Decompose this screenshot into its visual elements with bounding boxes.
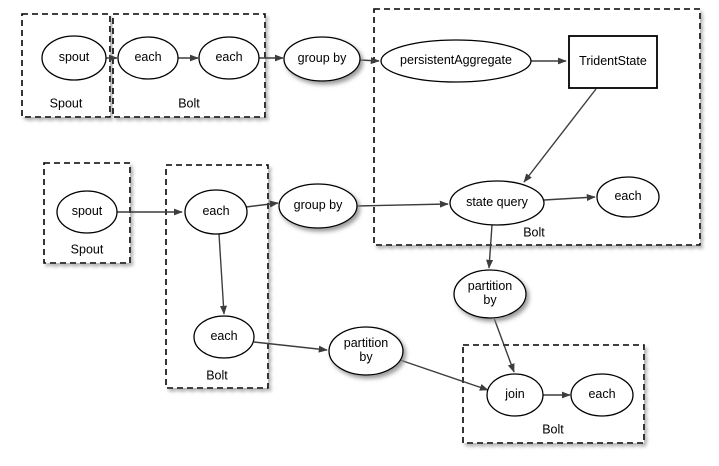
node-label-spout-2: spout <box>72 204 103 218</box>
node-each-5[interactable]: each <box>193 315 255 359</box>
node-each-3[interactable]: each <box>184 189 248 235</box>
edge-trident-state-to-state-query <box>523 88 597 183</box>
node-label-each-1: each <box>134 50 161 64</box>
node-label-join: join <box>504 387 525 401</box>
node-label-each-3: each <box>202 204 229 218</box>
edges <box>106 54 597 399</box>
node-shape-each-1[interactable] <box>117 36 179 80</box>
node-shape-each-4[interactable] <box>596 176 660 218</box>
node-spout-2[interactable]: spout <box>56 190 118 234</box>
node-label-persistent-aggregate: persistentAggregate <box>400 53 512 67</box>
node-label-state-query: state query <box>466 195 529 209</box>
group-label-bolt-group-4: Bolt <box>542 422 564 436</box>
node-shape-trident-state[interactable] <box>568 35 658 89</box>
node-shape-group-by-2[interactable] <box>278 183 358 229</box>
node-trident-state[interactable]: TridentState <box>568 35 658 89</box>
edge-state-query-to-partition-by-1 <box>486 224 494 269</box>
edge-state-query-to-each-4 <box>543 193 596 201</box>
node-persistent-aggregate[interactable]: persistentAggregate <box>380 39 532 83</box>
edge-group-by-1-to-persistent-aggregate <box>359 57 380 65</box>
node-shape-join[interactable] <box>486 373 544 417</box>
node-shape-group-by-1[interactable] <box>283 36 361 82</box>
edge-group-by-2-to-state-query <box>356 200 449 208</box>
node-shape-spout-1[interactable] <box>41 35 107 81</box>
node-spout-1[interactable]: spout <box>41 35 107 81</box>
node-each-2[interactable]: each <box>198 36 260 80</box>
node-each-6[interactable]: each <box>570 373 634 417</box>
node-each-4[interactable]: each <box>596 176 660 218</box>
node-shape-partition-by-1[interactable] <box>453 269 527 319</box>
node-shape-state-query[interactable] <box>449 180 545 226</box>
edge-partition-by-2-to-join <box>399 359 489 391</box>
node-shape-persistent-aggregate[interactable] <box>380 39 532 83</box>
edge-each-5-to-partition-by-2 <box>253 341 328 353</box>
group-label-spout-group-1: Spout <box>50 96 83 110</box>
node-state-query[interactable]: state query <box>449 180 545 226</box>
group-label-bolt-group-1: Bolt <box>178 96 200 110</box>
edge-partition-by-1-to-join <box>493 317 515 373</box>
node-group-by-1[interactable]: group by <box>283 36 361 82</box>
group-label-bolt-group-2: Bolt <box>523 225 545 239</box>
node-shape-partition-by-2[interactable] <box>328 326 404 376</box>
node-shape-each-5[interactable] <box>193 315 255 359</box>
node-shape-each-3[interactable] <box>184 189 248 235</box>
node-join[interactable]: join <box>486 373 544 417</box>
group-label-bolt-group-3: Bolt <box>206 368 228 382</box>
node-label-each-6: each <box>588 387 615 401</box>
node-shape-each-2[interactable] <box>198 36 260 80</box>
node-label-each-2: each <box>215 50 242 64</box>
node-each-1[interactable]: each <box>117 36 179 80</box>
group-label-spout-group-2: Spout <box>71 242 104 256</box>
node-shape-each-6[interactable] <box>570 373 634 417</box>
node-label-each-5: each <box>210 329 237 343</box>
node-group-by-2[interactable]: group by <box>278 183 358 229</box>
node-label-group-by-2: group by <box>294 198 343 212</box>
node-label-spout-1: spout <box>59 50 90 64</box>
edge-each-3-to-each-5 <box>218 233 227 315</box>
edge-each-3-to-group-by-2 <box>245 200 279 208</box>
node-label-each-4: each <box>614 189 641 203</box>
node-shape-spout-2[interactable] <box>56 190 118 234</box>
nodes: spout each each group by persistentAggregate… <box>41 35 660 417</box>
node-label-trident-state: TridentState <box>579 54 647 68</box>
node-label-group-by-1: group by <box>298 51 347 65</box>
